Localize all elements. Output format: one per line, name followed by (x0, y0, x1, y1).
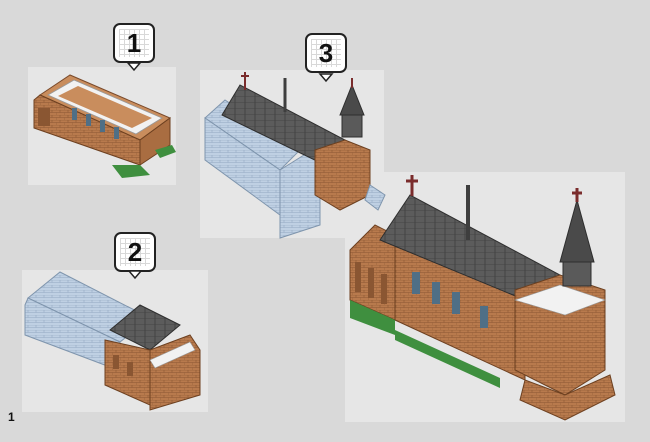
final-model (349, 175, 616, 421)
step-2-arrow-icon (127, 270, 143, 280)
step-3-model (204, 72, 386, 239)
step-1-badge: 1 (113, 23, 155, 63)
badge-grid-pattern (119, 29, 149, 57)
step-1-model (33, 74, 176, 178)
step-2-model (24, 271, 201, 411)
badge-grid-pattern (120, 238, 150, 266)
step-3-arrow-icon (318, 73, 334, 83)
badge-grid-pattern (311, 39, 341, 67)
page-number: 1 (8, 410, 15, 424)
step-number: 3 (318, 38, 334, 68)
step-2-badge: 2 (114, 232, 156, 272)
step-number: 1 (126, 28, 142, 58)
step-3-badge: 3 (305, 33, 347, 73)
step-1-arrow-icon (126, 62, 142, 72)
step-number: 2 (127, 237, 143, 267)
